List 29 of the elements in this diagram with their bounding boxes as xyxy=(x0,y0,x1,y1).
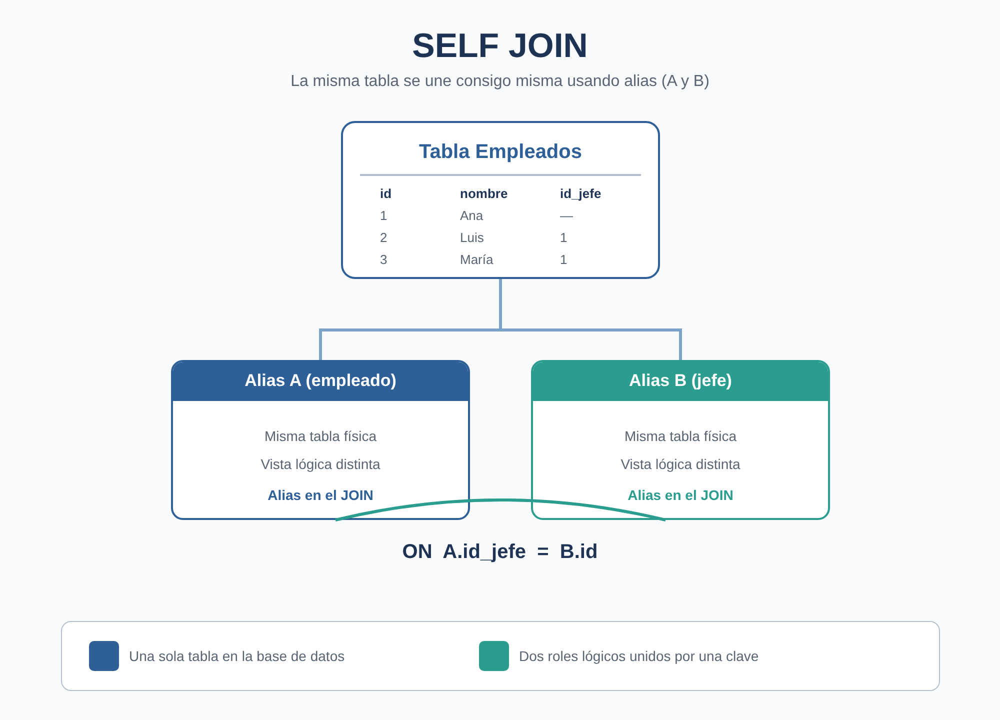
description-text: Misma tabla física xyxy=(264,426,377,446)
table-value: 1 xyxy=(560,251,568,269)
description-text: Vista lógica distinta xyxy=(260,454,380,474)
legend-text: Dos roles lógicos unidos por una clave xyxy=(519,647,759,665)
alias-note: Alias en el JOIN xyxy=(268,486,374,504)
table-value: — xyxy=(560,207,573,225)
join-arc xyxy=(335,498,666,522)
diagram-title: SELF JOIN xyxy=(412,26,588,66)
table-title: Tabla Empleados xyxy=(418,140,582,164)
table-value: 1 xyxy=(560,229,568,247)
alias-card xyxy=(171,360,470,520)
column-header: id_jefe xyxy=(560,185,602,203)
table-value: Luis xyxy=(460,229,484,247)
table-value: 3 xyxy=(380,251,388,269)
alias-card xyxy=(531,360,830,520)
legend-text: Una sola tabla en la base de datos xyxy=(129,647,345,665)
card-header: Alias A (empleado) xyxy=(173,362,468,400)
description-text: Misma tabla física xyxy=(624,426,737,446)
alias-note: Alias en el JOIN xyxy=(628,486,734,504)
table-value: 2 xyxy=(380,229,388,247)
table-value: María xyxy=(460,251,494,269)
subtitle: La misma tabla se une consigo misma usando alias (A y B) xyxy=(290,72,710,92)
table-card xyxy=(341,121,660,279)
column-header: id xyxy=(380,185,392,203)
table-value: Ana xyxy=(460,207,484,225)
card-header: Alias B (jefe) xyxy=(533,362,828,400)
column-header: nombre xyxy=(460,185,508,203)
table-value: 1 xyxy=(380,207,388,225)
description-text: Vista lógica distinta xyxy=(620,454,740,474)
